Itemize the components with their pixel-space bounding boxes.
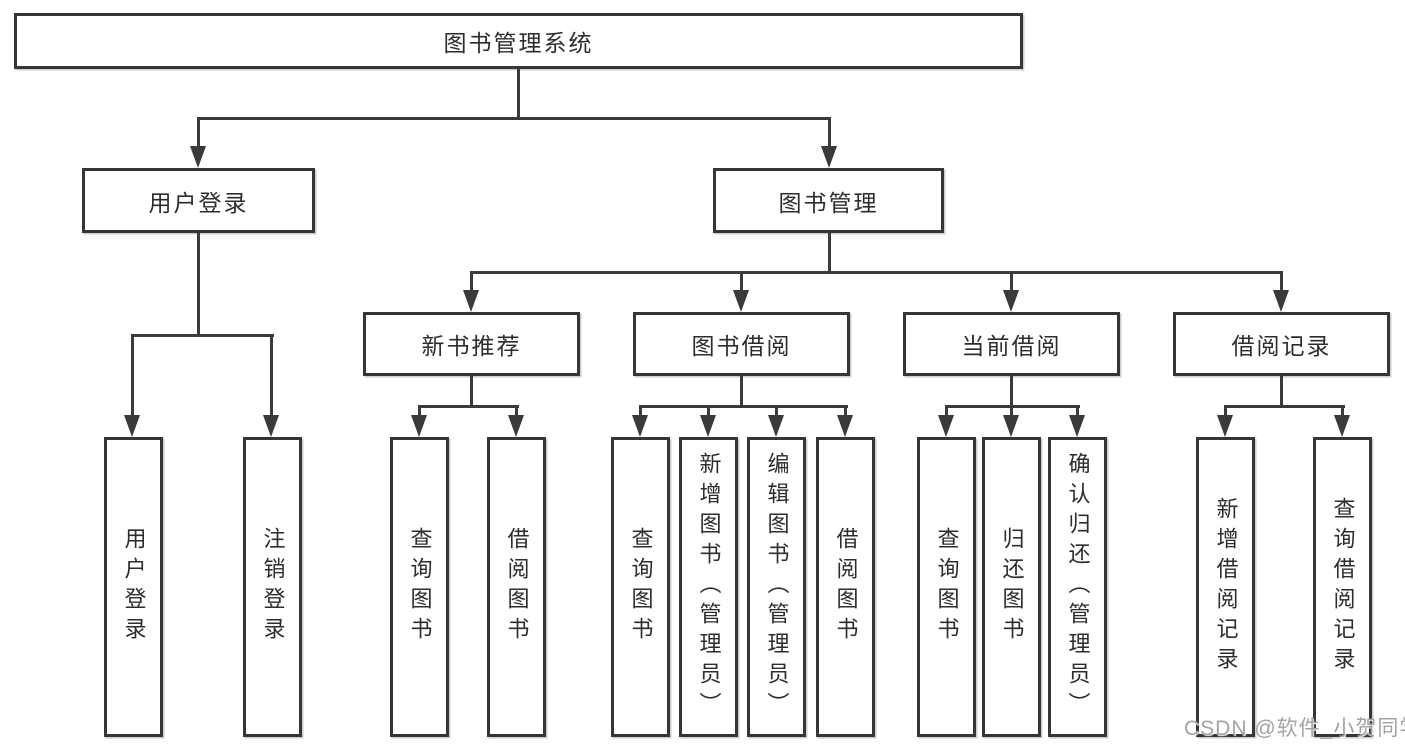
leaf-recommend-borrow-books: 借阅图书 [487, 437, 546, 737]
edge-line [418, 405, 519, 408]
edge-line [197, 117, 831, 120]
leaf-user-login-label: 用户登录 [121, 527, 147, 647]
leaf-borrowing-borrow-books-label: 借阅图书 [833, 527, 859, 647]
leaf-borrowing-add-books-admin: 新增图书（管理员） [679, 437, 738, 737]
edge-line [1010, 405, 1013, 417]
node-user-login: 用户登录 [82, 168, 315, 233]
leaf-user-login: 用户登录 [104, 437, 163, 737]
edge-line [1224, 405, 1345, 408]
edge-line [639, 405, 642, 417]
leaf-borrowing-query-books-label: 查询图书 [628, 527, 654, 647]
edge-line [515, 405, 518, 417]
edge-line [707, 405, 710, 417]
edge-arrowhead-down [508, 415, 524, 437]
leaf-logout: 注销登录 [243, 437, 302, 737]
leaf-current-query-books: 查询图书 [917, 437, 976, 737]
edge-arrowhead-down [1273, 290, 1289, 312]
edge-arrowhead-down [411, 415, 427, 437]
leaf-recommend-query-books-label: 查询图书 [407, 527, 433, 647]
edge-arrowhead-down [124, 415, 140, 437]
edge-arrowhead-down [1334, 415, 1350, 437]
edge-line [517, 68, 520, 119]
leaf-borrowing-borrow-books: 借阅图书 [816, 437, 875, 737]
leaf-current-return-books: 归还图书 [982, 437, 1041, 737]
edge-arrowhead-down [463, 290, 479, 312]
node-current-borrowing: 当前借阅 [903, 312, 1120, 376]
leaf-current-return-books-label: 归还图书 [999, 527, 1025, 647]
node-library-system: 图书管理系统 [14, 13, 1023, 69]
leaf-recommend-borrow-books-label: 借阅图书 [504, 527, 530, 647]
leaf-logout-label: 注销登录 [260, 527, 286, 647]
edge-arrowhead-down [733, 290, 749, 312]
edge-arrowhead-down [1003, 415, 1019, 437]
leaf-borrowing-query-books: 查询图书 [611, 437, 670, 737]
edge-arrowhead-down [632, 415, 648, 437]
edge-line [1010, 376, 1013, 407]
edge-line [1076, 405, 1079, 417]
edge-line [418, 405, 421, 417]
edge-line [775, 405, 778, 417]
edge-line [270, 334, 273, 416]
edge-line [828, 117, 831, 148]
edge-arrowhead-down [837, 415, 853, 437]
edge-arrowhead-down [938, 415, 954, 437]
edge-arrowhead-down [768, 415, 784, 437]
edge-line [844, 405, 847, 417]
edge-arrowhead-down [821, 146, 837, 168]
leaf-borrowing-add-books-admin-label: 新增图书（管理员） [696, 452, 722, 722]
node-borrowing-records: 借阅记录 [1173, 312, 1390, 376]
leaf-records-add-record: 新增借阅记录 [1196, 437, 1255, 737]
edge-line [1010, 271, 1013, 292]
leaf-borrowing-edit-books-admin-label: 编辑图书（管理员） [764, 452, 790, 722]
node-book-borrowing: 图书借阅 [633, 312, 850, 376]
node-book-management: 图书管理 [713, 168, 944, 233]
leaf-borrowing-edit-books-admin: 编辑图书（管理员） [747, 437, 806, 737]
node-new-book-recommend: 新书推荐 [363, 312, 580, 376]
edge-arrowhead-down [1003, 290, 1019, 312]
edge-line [639, 405, 848, 408]
edge-line [197, 117, 200, 148]
csdn-watermark: CSDN @软件_小贺同学 [1184, 717, 1405, 740]
leaf-current-confirm-return-admin: 确认归还（管理员） [1048, 437, 1107, 737]
edge-arrowhead-down [1069, 415, 1085, 437]
leaf-recommend-query-books: 查询图书 [390, 437, 449, 737]
edge-arrowhead-down [700, 415, 716, 437]
edge-arrowhead-down [1217, 415, 1233, 437]
edge-line [470, 376, 473, 407]
edge-line [828, 233, 831, 274]
edge-line [1280, 271, 1283, 292]
edge-arrowhead-down [263, 415, 279, 437]
leaf-records-add-record-label: 新增借阅记录 [1213, 497, 1239, 677]
edge-line [740, 376, 743, 407]
edge-line [197, 233, 200, 337]
edge-line [1280, 376, 1283, 407]
edge-line [131, 334, 274, 337]
edge-line [945, 405, 948, 417]
edge-line [1341, 405, 1344, 417]
edge-line [740, 271, 743, 292]
leaf-records-query-record-label: 查询借阅记录 [1330, 497, 1356, 677]
edge-line [131, 334, 134, 416]
leaf-current-confirm-return-admin-label: 确认归还（管理员） [1065, 452, 1091, 722]
edge-line [470, 271, 1283, 274]
edge-line [1224, 405, 1227, 417]
edge-line [470, 271, 473, 292]
leaf-current-query-books-label: 查询图书 [934, 527, 960, 647]
leaf-records-query-record: 查询借阅记录 [1313, 437, 1372, 737]
edge-arrowhead-down [190, 146, 206, 168]
